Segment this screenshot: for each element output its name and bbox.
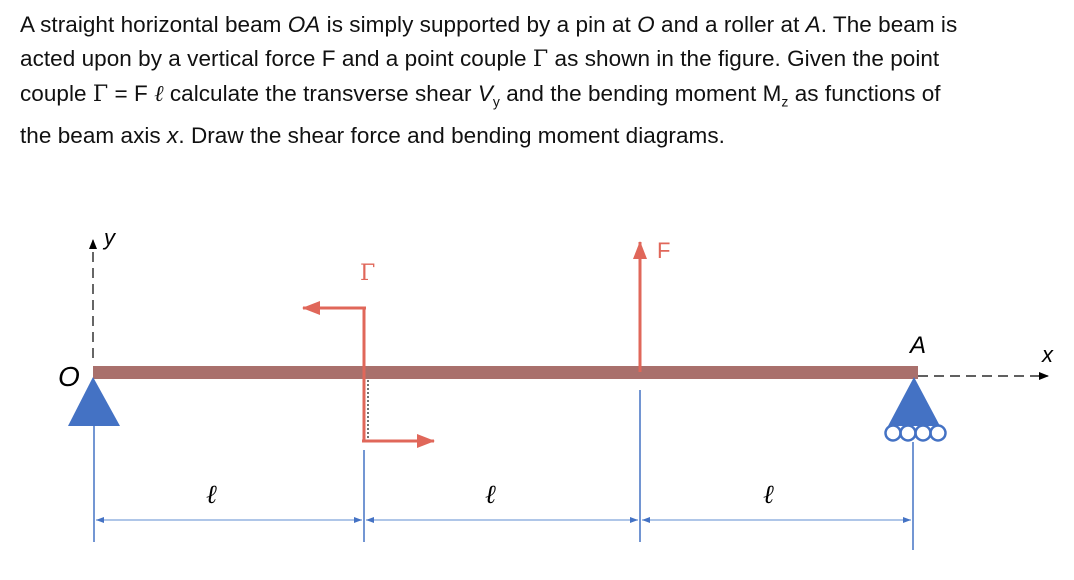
length-label-2: ℓ: [485, 480, 496, 510]
text-segment: as shown in the figure. Given the point: [548, 46, 940, 71]
point-a: A: [805, 12, 821, 37]
moment-subscript: z: [781, 93, 789, 110]
text-segment: couple: [20, 81, 93, 106]
text-segment: acted upon by a vertical force F and a p…: [20, 46, 533, 71]
text-segment: is simply supported by a pin at: [320, 12, 638, 37]
point-o: O: [637, 12, 655, 37]
problem-line-2: acted upon by a vertical force F and a p…: [20, 42, 1060, 77]
text-segment: the beam axis: [20, 122, 168, 148]
text-segment: A straight horizontal beam: [20, 12, 288, 37]
problem-statement: A straight horizontal beam OA is simply …: [20, 8, 1060, 153]
roller-wheels: [884, 424, 947, 442]
pin-support: [68, 377, 120, 426]
text-segment: and a roller at: [654, 12, 806, 37]
problem-line-3: couple Γ = F ℓ calculate the transverse …: [20, 77, 1060, 119]
beam-name: OA: [287, 12, 321, 37]
length-label-3: ℓ: [763, 480, 774, 510]
ell-symbol: ℓ: [154, 81, 164, 107]
force-f-label: F: [657, 238, 670, 263]
shear-symbol: V: [477, 81, 493, 106]
text-segment: = F: [108, 81, 155, 106]
shear-subscript: y: [492, 93, 500, 110]
gamma-symbol: Γ: [92, 82, 109, 107]
beam: [93, 366, 918, 379]
problem-line-1: A straight horizontal beam OA is simply …: [20, 8, 1060, 42]
text-segment: . Draw the shear force and bending momen…: [178, 122, 725, 148]
axis-symbol: x: [167, 122, 179, 148]
text-segment: calculate the transverse shear: [163, 81, 478, 106]
x-axis-label: x: [1041, 342, 1054, 367]
gamma-symbol: Γ: [532, 47, 549, 72]
problem-line-4: the beam axis x. Draw the shear force an…: [20, 119, 1060, 153]
text-segment: . The beam is: [820, 12, 958, 37]
text-segment: as functions of: [788, 81, 941, 106]
point-a-label: A: [908, 332, 926, 359]
y-axis-label: y: [102, 225, 117, 250]
length-label-1: ℓ: [206, 480, 217, 510]
origin-label: O: [58, 361, 80, 392]
roller-support: [888, 377, 940, 426]
text-segment: and the bending moment M: [499, 81, 782, 106]
couple-label: Γ: [360, 261, 375, 286]
point-couple: [302, 301, 435, 448]
